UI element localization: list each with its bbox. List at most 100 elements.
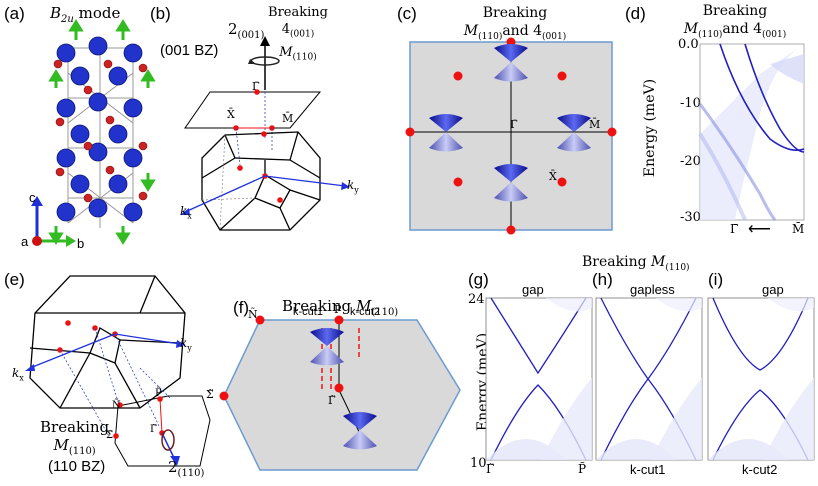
e-breaking-text: Breaking — [40, 418, 110, 436]
lattice-axes — [31, 196, 76, 247]
panel-b-title-top: Breaking — [268, 5, 328, 20]
f-cut2-label: k-cut2 — [350, 306, 380, 318]
d-ytick-1: -10 — [680, 96, 701, 111]
f-title-op: M — [355, 297, 372, 315]
op2-sub: (110) — [292, 52, 317, 63]
b-kx-symbol: k — [180, 204, 188, 218]
c-x-label: X̄ — [549, 170, 557, 183]
bz-001-label: (001 BZ) — [160, 42, 219, 59]
b-ky-label: ky — [347, 178, 359, 194]
f-cut1-label: k-cut1 — [293, 306, 323, 318]
bz-001-diagram — [180, 36, 350, 231]
d-ytick-0: 0.0 — [678, 37, 699, 52]
f-title-op-sub: (110) — [371, 307, 399, 318]
bz-110-label: (110 BZ) — [48, 458, 106, 475]
e-rot-axis-sub: (110) — [177, 468, 205, 479]
e-op-symbol: M — [53, 436, 69, 454]
d-title-ops: M(110)and 4(001) — [660, 20, 810, 44]
crystal-green-arrows — [48, 19, 156, 245]
f-n-label: Ñ — [248, 308, 258, 321]
c-title-m-sub: (110) — [478, 31, 503, 42]
e-kx-sub: x — [19, 373, 24, 383]
b-ky-sub: y — [354, 185, 359, 195]
c-title-and-sub: (001) — [542, 31, 567, 42]
bz-110-diagram — [25, 275, 211, 467]
b-gamma-label: Γ̄ — [252, 80, 260, 93]
e-ky-label: ky — [180, 336, 192, 352]
d-ytick-2: -20 — [680, 154, 701, 169]
axis-a-label: a — [21, 234, 29, 249]
op2-symbol: M — [279, 44, 293, 60]
d-title-and: and 4 — [722, 21, 763, 37]
panel-e-label: (e) — [4, 270, 25, 289]
ghi-title: Breaking M(110) — [582, 254, 690, 273]
g-title: gap — [522, 282, 544, 297]
e-gamma-label: Γ̃ — [150, 424, 157, 435]
ghi-ytop: 24 — [468, 292, 485, 307]
e-p-label: P̃ — [155, 388, 162, 399]
h-x-label: k-cut1 — [630, 462, 666, 477]
d-ylabel: Energy (meV) — [642, 78, 658, 178]
panel-f-title: Breaking M(110) — [282, 297, 398, 318]
rot-axis-symbol: 2 — [228, 20, 238, 38]
e-s-label: Σ̃ — [106, 430, 114, 441]
panel-h-spectrum — [595, 297, 703, 461]
d-ytick-3: -30 — [680, 210, 701, 225]
i-title: gap — [762, 282, 784, 297]
ghi-title-text: Breaking — [582, 254, 647, 270]
c-m-label: M̄ — [589, 118, 601, 131]
d-x-left: Γ̄ — [730, 222, 739, 236]
c-gamma-label: Γ̄ — [510, 118, 518, 131]
mode-subscript: 2u — [61, 14, 74, 25]
h-title: gapless — [630, 282, 675, 297]
axis-b-label: b — [77, 236, 85, 251]
f-s-label: Σ̃ — [206, 388, 214, 401]
c-title-m: M — [463, 23, 479, 39]
i-x-label: k-cut2 — [742, 462, 778, 477]
c-title-top: Breaking — [482, 5, 548, 21]
panel-g-spectrum — [485, 297, 593, 461]
f-gamma-label: Γ̃ — [328, 394, 336, 407]
d-title-and-sub: (001) — [762, 29, 787, 40]
e-breaking-label: Breaking M(110) — [40, 418, 109, 461]
c-red-points — [405, 37, 617, 235]
d-title-m: M — [683, 21, 699, 37]
panel-d-label: (d) — [625, 4, 646, 23]
rot-axis-label: 2(001) — [228, 20, 264, 41]
panel-f-surface-bz — [219, 315, 461, 471]
d-title-top: Breaking — [702, 3, 768, 19]
b-ky-symbol: k — [347, 178, 355, 192]
e-kx-label: kx — [12, 366, 24, 382]
e-ky-sub: y — [187, 343, 192, 353]
op1-sub: (001) — [290, 29, 315, 40]
b-kx-label: kx — [180, 204, 192, 220]
panel-i-spectrum — [707, 297, 815, 461]
crystal-blue-atoms — [56, 36, 143, 222]
b-kx-sub: x — [187, 211, 192, 221]
g-x-right: P̃ — [578, 462, 587, 476]
e-kx-symbol: k — [12, 366, 20, 380]
c-title-ops: M(110)and 4(001) — [440, 22, 590, 46]
panel-b-label: (b) — [150, 4, 171, 23]
c-title-and: and 4 — [502, 23, 543, 39]
d-title-m-sub: (110) — [698, 29, 723, 40]
ghi-title-op: M — [651, 254, 666, 270]
e-rot-axis-label: 2(110) — [168, 458, 204, 479]
ghi-title-op-sub: (110) — [665, 262, 690, 273]
e-ky-symbol: k — [180, 336, 188, 350]
crystal-structure — [48, 19, 156, 245]
e-op: M(110) — [40, 436, 109, 461]
e-rot-axis-symbol: 2 — [168, 458, 178, 476]
axis-c-label: c — [29, 190, 36, 205]
b-m-label: M̄ — [282, 112, 294, 125]
b-x-label: X̄ — [227, 108, 235, 121]
panel-d-title: Breaking M(110)and 4(001) — [660, 2, 810, 44]
panel-c-title: Breaking M(110)and 4(001) — [440, 4, 590, 46]
panel-c-surface-bz — [405, 37, 617, 235]
panel-b-title-op1: 4(001) — [256, 21, 340, 44]
op1-symbol: 4 — [281, 22, 291, 37]
f-p-label: P̃ — [334, 303, 342, 316]
panel-c-label: (c) — [397, 4, 417, 23]
panel-i-label: (i) — [708, 270, 724, 289]
panel-d-spectrum — [698, 43, 805, 221]
